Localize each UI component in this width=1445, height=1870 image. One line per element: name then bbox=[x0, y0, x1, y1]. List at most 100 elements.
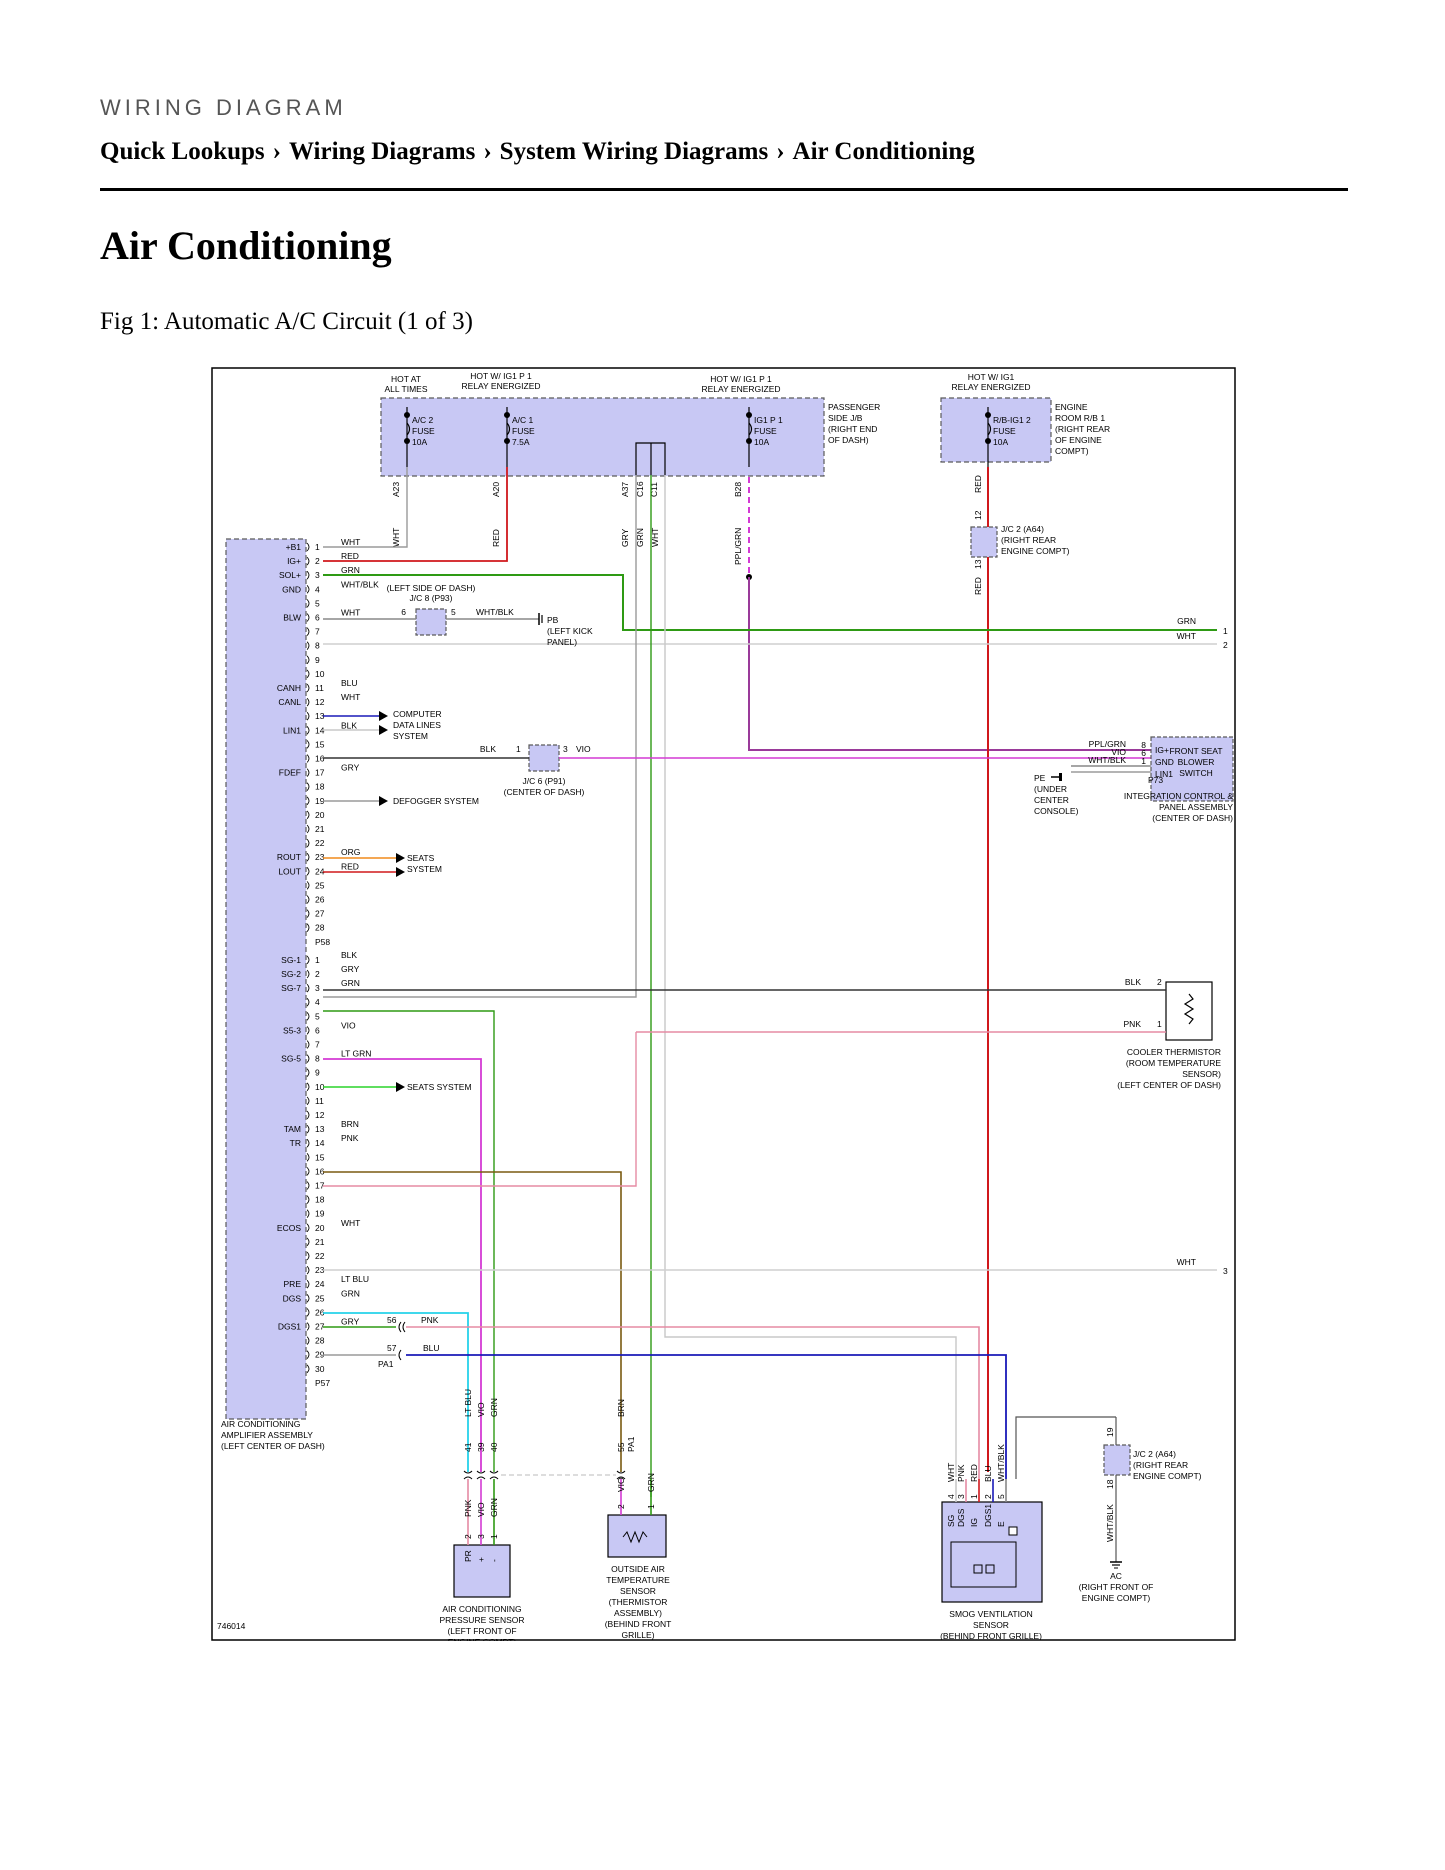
amplifier-pin-number: 2 bbox=[315, 969, 320, 979]
smog-pin: 1 bbox=[969, 1494, 979, 1499]
amplifier-pin-signal: FDEF bbox=[279, 768, 301, 778]
smog-signal: DGS1 bbox=[983, 1504, 993, 1527]
pressure-sensor-label: (LEFT FRONT OF bbox=[447, 1626, 516, 1636]
engine-rb-label: OF ENGINE bbox=[1055, 435, 1102, 445]
jc8-pin: 5 bbox=[451, 607, 456, 617]
fuse-ac1 bbox=[506, 422, 511, 436]
pressure-pin: 3 bbox=[476, 1534, 486, 1539]
amplifier-pin-number: 19 bbox=[315, 1209, 325, 1219]
switch-pin-signal: GND bbox=[1155, 757, 1174, 767]
amplifier-pin-signal: IG+ bbox=[287, 556, 301, 566]
oat-label: TEMPERATURE bbox=[606, 1575, 670, 1585]
arrow-defogger bbox=[379, 796, 388, 806]
amplifier-pin-bracket bbox=[306, 997, 310, 1007]
breadcrumb-air-conditioning[interactable]: Air Conditioning bbox=[792, 138, 975, 165]
supply-label: HOT AT bbox=[391, 374, 421, 384]
breadcrumb-quick-lookups[interactable]: Quick Lookups bbox=[100, 138, 265, 165]
amplifier-pin-number: 7 bbox=[315, 627, 320, 637]
amplifier-pin-number: 8 bbox=[315, 641, 320, 651]
smog-signal: SG bbox=[946, 1515, 956, 1527]
thermistor-pin: 2 bbox=[1157, 977, 1162, 987]
pa1-bracket bbox=[398, 1349, 402, 1361]
fuse-ac1-label: FUSE bbox=[512, 426, 535, 436]
smog-sensor-internal bbox=[950, 1541, 1017, 1588]
amplifier-pin-bracket bbox=[306, 1265, 310, 1275]
amplifier-pin-number: 12 bbox=[315, 697, 325, 707]
oat-wire-color: GRN bbox=[646, 1473, 656, 1492]
supply-label: RELAY ENERGIZED bbox=[461, 381, 540, 391]
off-page-number: 1 bbox=[1223, 626, 1228, 636]
amplifier-pin-bracket bbox=[306, 1181, 310, 1190]
amplifier-pin-number: 23 bbox=[315, 852, 325, 862]
pa1-connector: PA1 bbox=[378, 1359, 394, 1369]
jc2-top-label: J/C 2 (A64) bbox=[1001, 524, 1044, 534]
wire-ppl-grn bbox=[748, 577, 1151, 751]
wire-color-label: GRN bbox=[635, 528, 645, 547]
amplifier-pin-number: 26 bbox=[315, 1307, 325, 1317]
ac-ground-label: AC bbox=[1110, 1571, 1122, 1581]
amplifier-pin-bracket bbox=[306, 1167, 310, 1176]
fuse-rbig12 bbox=[987, 422, 992, 436]
fuse-ig1p1 bbox=[746, 438, 752, 444]
supply-label: RELAY ENERGIZED bbox=[701, 384, 780, 394]
amplifier-pin-signal: SOL+ bbox=[279, 570, 301, 580]
pa1-bracket bbox=[398, 1321, 406, 1333]
amplifier-pin-number: 20 bbox=[315, 810, 325, 820]
smog-wire-color: RED bbox=[969, 1464, 979, 1482]
terminal-id: A37 bbox=[620, 482, 630, 497]
breadcrumb: Quick Lookups › Wiring Diagrams › System… bbox=[100, 138, 975, 166]
amplifier-pin-signal: SG-7 bbox=[281, 983, 301, 993]
breadcrumb-wiring-diagrams[interactable]: Wiring Diagrams bbox=[289, 138, 476, 165]
amplifier-pin-bracket bbox=[306, 796, 310, 806]
amplifier-pin-number: 25 bbox=[315, 1293, 325, 1303]
amplifier-pin-bracket bbox=[306, 1279, 310, 1289]
jc2-bottom-label: ENGINE COMPT) bbox=[1133, 1471, 1202, 1481]
amplifier-pin-number: 27 bbox=[315, 1322, 325, 1332]
ac-pressure-sensor bbox=[453, 1544, 511, 1598]
amplifier-pin-number: 6 bbox=[315, 613, 320, 623]
wire-pnk-dgs bbox=[406, 1326, 980, 1472]
wire-red-ig bbox=[323, 467, 508, 562]
smog-pin: 2 bbox=[983, 1494, 993, 1499]
amplifier-pin-number: 14 bbox=[315, 1138, 325, 1148]
amplifier-pin-bracket bbox=[306, 838, 310, 848]
supply-label: HOT W/ IG1 P 1 bbox=[710, 374, 772, 384]
wire-grn-sg7 bbox=[323, 1010, 495, 1472]
amplifier-pin-bracket bbox=[306, 909, 310, 918]
amplifier-pin-bracket bbox=[306, 683, 310, 693]
amplifier-pin-number: 13 bbox=[315, 1124, 325, 1134]
amplifier-pin-signal: ROUT bbox=[277, 852, 301, 862]
amplifier-pin-bracket bbox=[306, 768, 310, 777]
amplifier-pin-number: 12 bbox=[315, 1110, 325, 1120]
fuse-ac1-label: A/C 1 bbox=[512, 415, 534, 425]
amplifier-pin-signal: TR bbox=[290, 1138, 301, 1148]
wire-vio-s53 bbox=[323, 1058, 482, 1472]
amplifier-pin-bracket bbox=[306, 852, 310, 862]
amplifier-pin-number: 17 bbox=[315, 768, 325, 778]
wire-color-label: PPL/GRN bbox=[733, 528, 743, 565]
amplifier-pin-bracket bbox=[306, 923, 310, 932]
supply-label: HOT W/ IG1 bbox=[968, 372, 1015, 382]
amplifier-pin-bracket bbox=[306, 1195, 310, 1204]
amplifier-pin-bracket bbox=[306, 1223, 310, 1233]
front-seat-switch-name: SWITCH bbox=[1179, 768, 1213, 778]
fuse-ac2-label: 10A bbox=[412, 437, 427, 447]
switch-pin-number: 8 bbox=[1141, 740, 1146, 750]
engine-rb-label: (RIGHT REAR bbox=[1055, 424, 1110, 434]
computer-data-label: DATA LINES bbox=[393, 720, 441, 730]
pe-ground-label: CONSOLE) bbox=[1034, 806, 1079, 816]
amplifier-pin-bracket bbox=[306, 1364, 310, 1374]
jc2-top-label: (RIGHT REAR bbox=[1001, 535, 1056, 545]
amplifier-assembly-label: AIR CONDITIONING bbox=[221, 1419, 300, 1429]
amplifier-pin-bracket bbox=[306, 711, 310, 721]
amplifier-pin-bracket bbox=[306, 1110, 310, 1120]
amplifier-pin-bracket bbox=[306, 1153, 310, 1162]
switch-assembly-label: PANEL ASSEMBLY bbox=[1159, 802, 1233, 812]
amplifier-pin-number: 18 bbox=[315, 782, 325, 792]
pe-ground-label: (UNDER bbox=[1034, 784, 1067, 794]
inline-connector-pin bbox=[616, 1470, 626, 1480]
breadcrumb-system-wiring-diagrams[interactable]: System Wiring Diagrams bbox=[499, 138, 769, 165]
supply-label: HOT W/ IG1 P 1 bbox=[470, 371, 532, 381]
thermistor-label: (ROOM TEMPERATURE bbox=[1126, 1058, 1221, 1068]
amplifier-pin-number: 23 bbox=[315, 1265, 325, 1275]
